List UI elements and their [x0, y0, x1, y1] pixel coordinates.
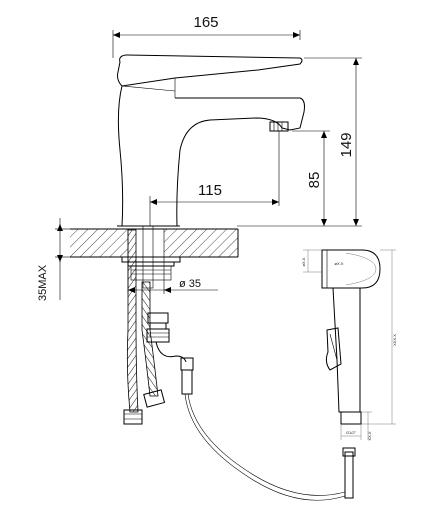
shower-hose — [180, 357, 356, 501]
mounting-hole-label: ø 35 — [179, 278, 201, 290]
dimension-max-thickness: 35MAX — [37, 218, 70, 301]
max-thickness-label: 35MAX — [37, 264, 49, 301]
dimension-overall-length: 165 — [112, 14, 301, 58]
total-height-label: 149 — [338, 132, 355, 157]
spout-height-label: 85 — [306, 172, 323, 189]
shower-head-diameter-label: øX.X — [335, 261, 344, 266]
flexible-supply-hoses — [123, 229, 187, 425]
shower-connector-label: G1/2" — [346, 430, 357, 435]
shower-top-width-label: øX.X — [301, 257, 306, 266]
faucet-body — [117, 54, 305, 227]
shower-bottom-height-label: XX.X — [367, 431, 372, 440]
dimension-spout-height: 85 — [292, 130, 330, 226]
shower-length-label: XXX.X — [392, 334, 397, 346]
dimension-mounting-hole: ø 35 — [127, 257, 218, 294]
dimension-total-height: 149 — [237, 57, 362, 227]
mounting-stud — [121, 225, 181, 289]
dimension-spout-reach: 115 — [149, 131, 280, 226]
overall-length-label: 165 — [193, 14, 218, 31]
spout-reach-label: 115 — [198, 182, 222, 199]
countertop-section — [70, 228, 239, 258]
hand-shower: øX.X øX.X XXX.X XX.X G1/2" — [301, 249, 397, 441]
